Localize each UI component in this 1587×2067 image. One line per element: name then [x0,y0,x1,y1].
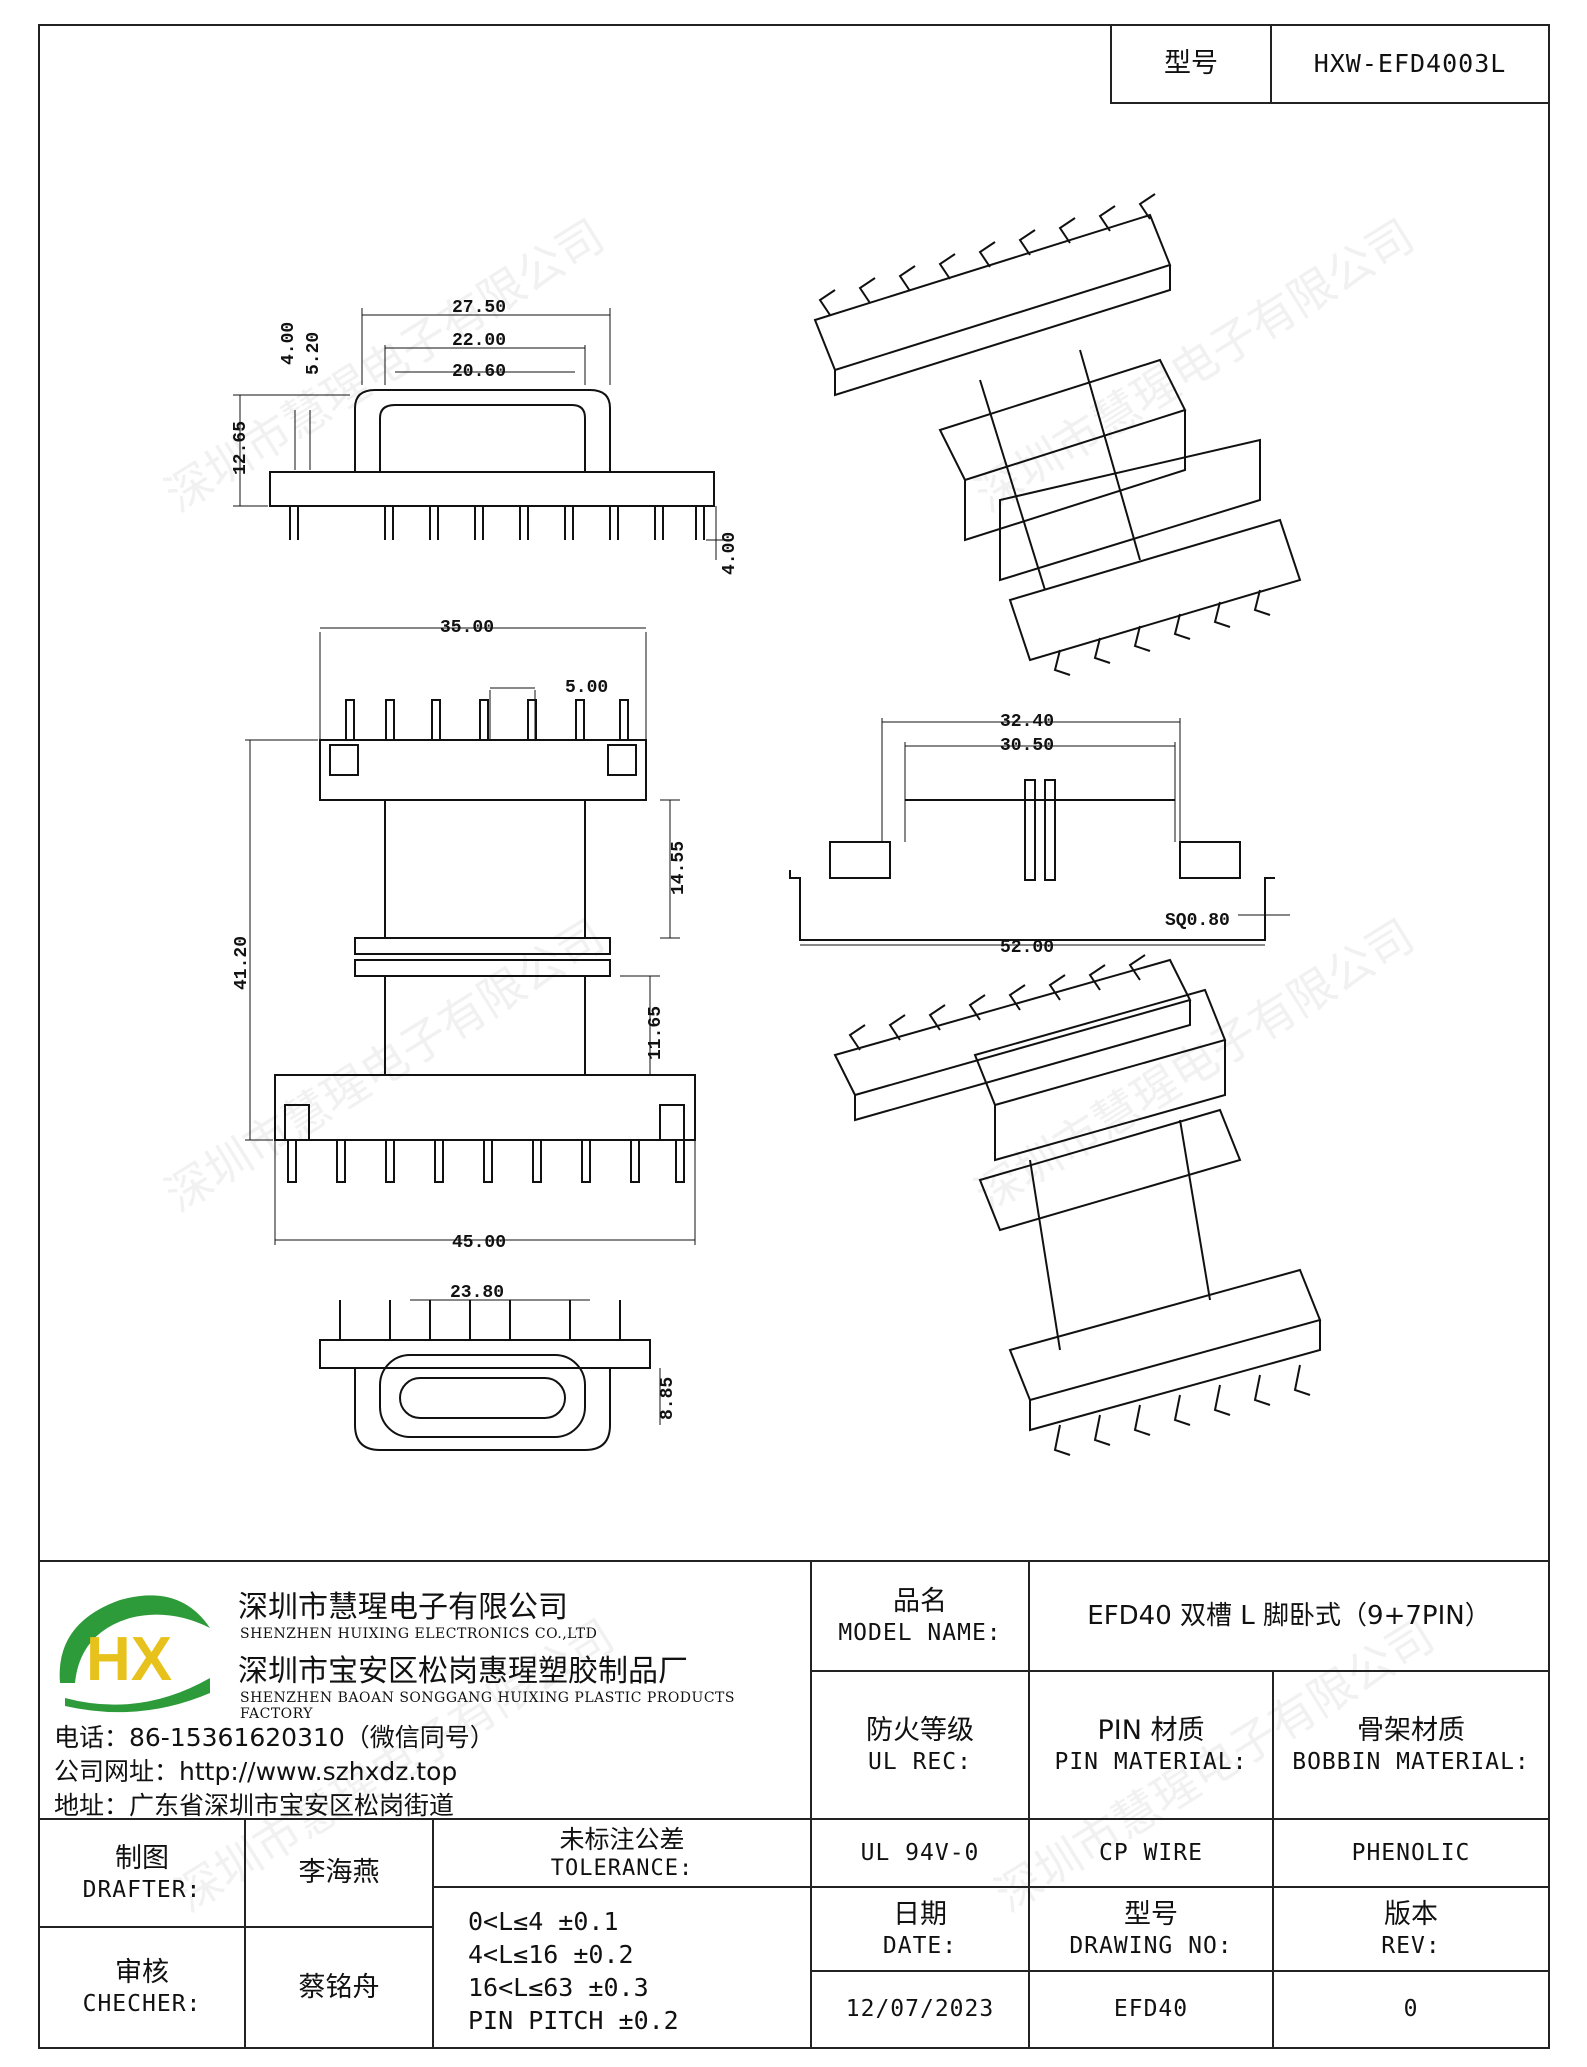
model-value: HXW-EFD4003L [1313,49,1507,79]
top-pins [345,699,629,741]
tolerance-label-en: TOLERANCE: [550,1855,694,1881]
drawing-no-label-en: DRAWING NO: [1069,1932,1233,1959]
model-name-label-cell: 品名 MODEL NAME: [810,1560,1030,1672]
company-name-en-1: SHENZHEN HUIXING ELECTRONICS CO.,LTD [240,1626,598,1642]
bobbin-material-label-cell: 骨架材质 BOBBIN MATERIAL: [1272,1670,1550,1820]
date-value: 12/07/2023 [845,1996,995,2023]
technical-drawing: 27.50 22.00 20.60 12.65 4.00 5.20 4.00 3… [231,193,1322,1456]
date-value-cell: 12/07/2023 [810,1970,1030,2049]
tolerance-label-cell: 未标注公差 TOLERANCE: [432,1818,812,1888]
dim-g: 4.00 [720,532,740,575]
bobbin-material-value-cell: PHENOLIC [1272,1818,1550,1888]
bobbin-material-label-en: BOBBIN MATERIAL: [1292,1748,1530,1775]
ul-value-cell: UL 94V-0 [810,1818,1030,1888]
dim-q: 23.80 [450,1283,504,1303]
pin-material-label-cn: PIN 材质 [1097,1714,1205,1746]
drafter-label-en: DRAFTER: [82,1876,202,1903]
dim-r: 8.85 [658,1377,678,1420]
dim-p: 52.00 [1000,938,1054,958]
company-website[interactable]: 公司网址：http://www.szhxdz.top [54,1757,458,1786]
checker-label-cell: 审核 CHECHER: [38,1926,246,2049]
tolerance-line: 4<L≤16 ±0.2 [468,1940,634,1969]
drafter-name: 李海燕 [298,1857,380,1889]
rev-label-cell: 版本 REV: [1272,1886,1550,1972]
checker-name-cell: 蔡铭舟 [244,1926,434,2049]
drawing-no-value: EFD40 [1113,1996,1189,2023]
model-name-value: EFD40 双槽 L 脚卧式（9+7PIN） [1087,1600,1491,1631]
dim-j: 41.20 [232,936,252,990]
dim-e: 22.00 [452,331,506,351]
tolerance-values-cell [432,1886,812,2049]
rev-label-en: REV: [1381,1932,1441,1959]
company-name-cn-1: 深圳市慧瑆电子有限公司 [238,1590,568,1625]
bobbin-material-value: PHENOLIC [1351,1839,1471,1866]
date-label-en: DATE: [882,1932,958,1959]
pin-material-label-en: PIN MATERIAL: [1054,1748,1248,1775]
dim-h: 35.00 [440,618,494,638]
dim-n2: 30.50 [1000,736,1054,756]
drawing-no-label-cell: 型号 DRAWING NO: [1028,1886,1274,1972]
model-label: 型号 [1164,48,1218,80]
tolerance-label-cn: 未标注公差 [559,1824,685,1854]
ul-value: UL 94V-0 [860,1839,980,1866]
model-name-value-cell: EFD40 双槽 L 脚卧式（9+7PIN） [1028,1560,1550,1672]
dim-l: 11.65 [646,1006,666,1060]
dim-k: 14.55 [669,841,689,895]
side-view-top [233,308,726,560]
checker-name: 蔡铭舟 [298,1971,380,2003]
drafter-label-cell: 制图 DRAFTER: [38,1818,246,1928]
dim-i: 5.00 [565,678,608,698]
pin-row [289,506,705,540]
top-view [245,627,696,1245]
dim-m: 45.00 [452,1233,506,1253]
tolerance-line: 16<L≤63 ±0.3 [468,1973,649,2002]
rev-value: 0 [1403,1996,1419,2023]
pin-material-label-cell: PIN 材质 PIN MATERIAL: [1028,1670,1274,1820]
dim-d: 27.50 [452,298,506,318]
logo-text: HX [86,1625,172,1694]
drawing-no-label-cn: 型号 [1124,1898,1178,1930]
model-name-label-en: MODEL NAME: [838,1619,1002,1646]
front-view [789,718,1290,946]
dim-f: 20.60 [452,362,506,382]
dim-a: 12.65 [231,421,251,475]
company-logo: HX [59,1595,211,1713]
end-view [319,1299,661,1451]
dim-o: SQ0.80 [1165,911,1230,931]
company-name-cn-2: 深圳市宝安区松岗惠瑆塑胶制品厂 [238,1654,688,1689]
ul-label-cn: 防火等级 [866,1714,974,1746]
checker-label-en: CHECHER: [82,1991,202,2017]
tolerance-line: PIN PITCH ±0.2 [468,2006,679,2035]
model-name-label-cn: 品名 [893,1585,947,1617]
company-address: 地址：广东省深圳市宝安区松岗街道 [54,1791,455,1820]
company-info: HX 深圳市慧瑆电子有限公司 SHENZHEN HUIXING ELECTRON… [42,1562,812,1820]
model-label-cell: 型号 [1110,24,1272,104]
bottom-pins [287,1139,685,1183]
date-label-cn: 日期 [893,1898,947,1930]
dim-c: 5.20 [304,332,324,375]
date-label-cell: 日期 DATE: [810,1886,1030,1972]
isometric-top [813,193,1302,676]
dim-b: 4.00 [279,322,299,365]
bobbin-material-label-cn: 骨架材质 [1357,1714,1465,1746]
company-phone: 电话：86-15361620310（微信同号） [54,1723,495,1752]
pin-material-value: CP WIRE [1099,1839,1203,1866]
ul-label-cell: 防火等级 UL REC: [810,1670,1030,1820]
company-name-en-2: SHENZHEN BAOAN SONGGANG HUIXING PLASTIC … [240,1690,735,1722]
model-value-cell: HXW-EFD4003L [1270,24,1550,104]
checker-label-cn: 审核 [115,1957,169,1989]
rev-label-cn: 版本 [1384,1898,1438,1930]
rev-value-cell: 0 [1272,1970,1550,2049]
drafter-label-cn: 制图 [115,1842,169,1874]
ul-label-en: UL REC: [868,1748,972,1775]
pin-material-value-cell: CP WIRE [1028,1818,1274,1888]
drafter-name-cell: 李海燕 [244,1818,434,1928]
tolerance-values: 0<L≤4 ±0.1 4<L≤16 ±0.2 16<L≤63 ±0.3 PIN … [468,1905,679,2037]
tolerance-line: 0<L≤4 ±0.1 [468,1907,619,1936]
dim-n1: 32.40 [1000,712,1054,732]
drawing-no-value-cell: EFD40 [1028,1970,1274,2049]
isometric-bottom [833,954,1322,1456]
